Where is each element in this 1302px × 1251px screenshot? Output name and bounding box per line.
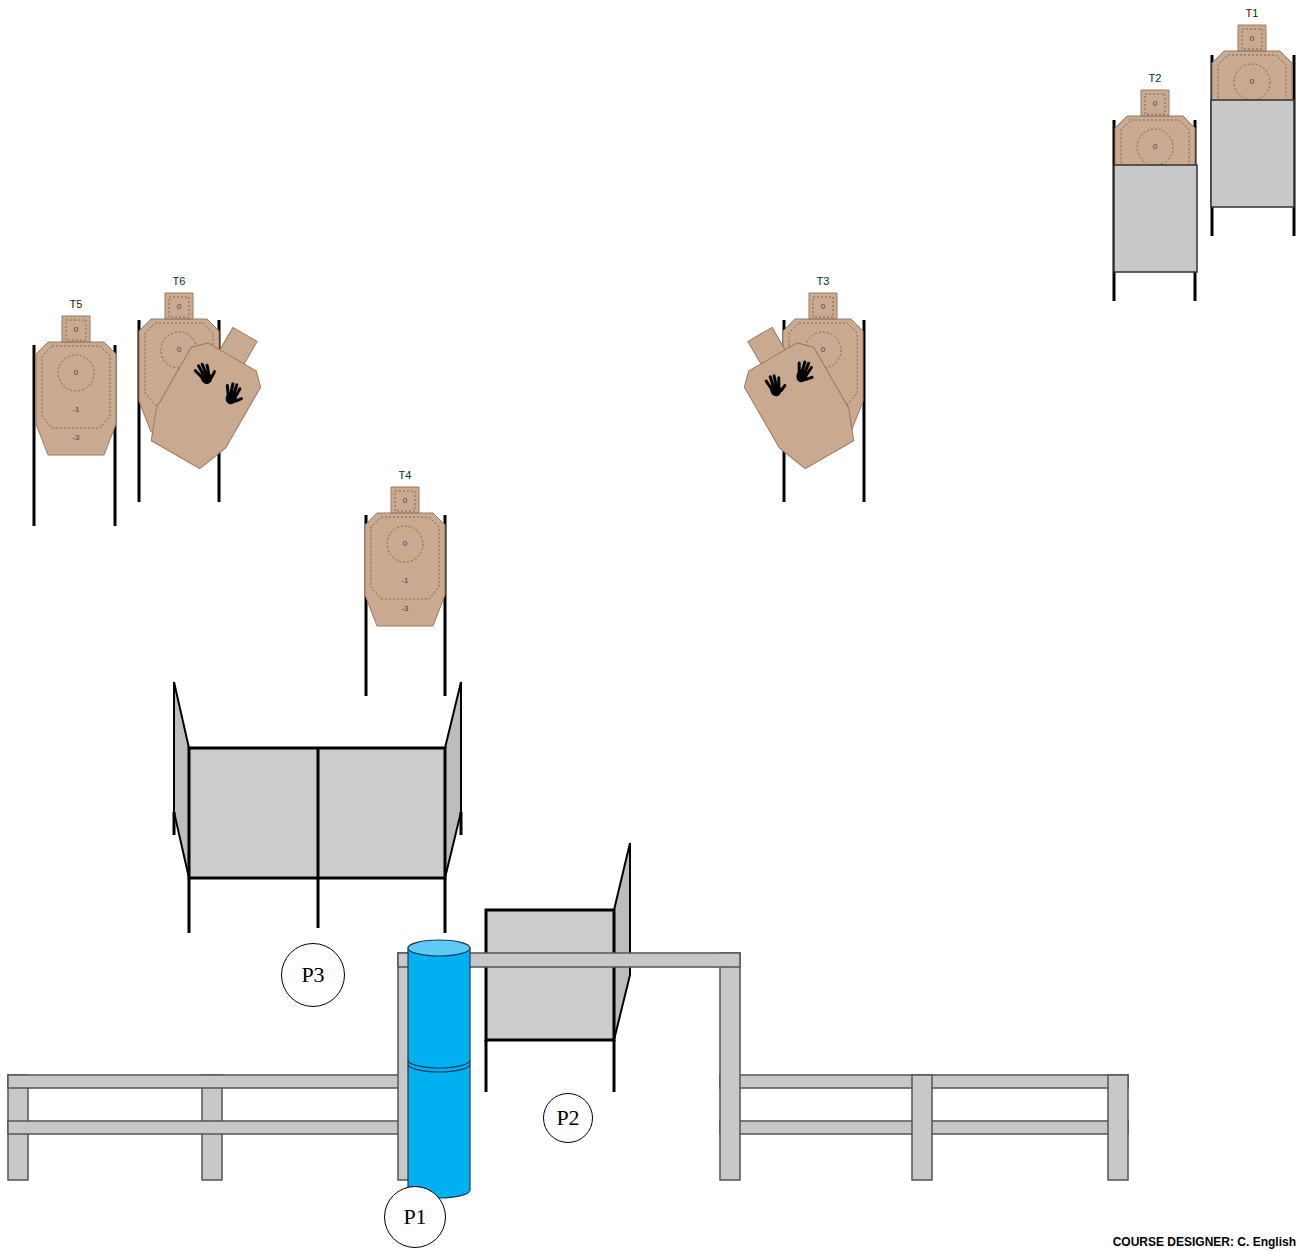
hand-symbol	[793, 360, 816, 385]
target: T500-1-3	[34, 296, 118, 456]
fence-post	[1108, 1075, 1128, 1180]
zone-value: 0	[1093, 143, 1217, 151]
zone-value: 0	[343, 540, 467, 548]
wall-wing	[614, 843, 630, 1040]
wall-post	[317, 748, 320, 928]
position-label: P3	[301, 964, 324, 986]
no-shoot-outline	[725, 314, 864, 474]
hand-finger	[807, 367, 812, 375]
hand-finger	[210, 372, 216, 378]
shooting-position: P1	[384, 1186, 446, 1248]
wall-panel	[486, 910, 614, 1040]
position-label: P2	[556, 1107, 579, 1129]
target-shape	[137, 293, 221, 433]
wall-leg	[460, 812, 463, 835]
shooting-position: P3	[281, 943, 345, 1007]
shooting-position: P2	[543, 1093, 593, 1143]
hand-finger	[236, 388, 240, 396]
position-label: P1	[403, 1206, 426, 1228]
wall-leg	[613, 1040, 616, 1092]
no-shoot-outline	[141, 314, 280, 474]
target-label: T5	[14, 299, 138, 310]
wall-wing	[174, 682, 189, 878]
no-shoot-target	[141, 314, 280, 474]
hand-finger	[225, 385, 230, 394]
wall-leg	[485, 1040, 488, 1092]
target-label: T1	[1190, 8, 1302, 19]
target: T600	[137, 273, 221, 433]
zone-value: 0	[1093, 100, 1217, 108]
zone-value: 0	[117, 346, 241, 354]
wall-wing	[445, 682, 461, 878]
zone-value: 0	[14, 326, 138, 334]
hand-finger	[231, 384, 234, 393]
hand-symbol	[223, 383, 245, 407]
zone-value: -1	[343, 577, 467, 585]
target-label: T6	[117, 276, 241, 287]
zone-value: 0	[761, 346, 885, 354]
target-stands	[34, 55, 1294, 696]
target-shape	[781, 293, 865, 433]
zone-value: 0	[1190, 35, 1302, 43]
zone-value: -1	[14, 406, 138, 414]
stand-leg	[33, 345, 36, 526]
hard-cover	[1114, 165, 1197, 272]
hand-finger	[777, 378, 781, 386]
wall-leg	[173, 812, 176, 835]
target: T200	[1113, 70, 1197, 230]
fence	[8, 953, 1128, 1180]
target: T100	[1210, 5, 1294, 165]
zone-value: 0	[14, 369, 138, 377]
no-shoot-target	[725, 314, 864, 474]
wall-leg	[444, 878, 447, 933]
zone-value: 0	[1190, 78, 1302, 86]
hand-symbol	[194, 361, 218, 387]
hand-finger	[236, 397, 242, 402]
zone-value: 0	[117, 303, 241, 311]
designer-credit: COURSE DESIGNER: C. English	[1113, 1235, 1296, 1249]
zone-value: 0	[761, 303, 885, 311]
target-shape	[1113, 90, 1197, 230]
target-label: T4	[343, 470, 467, 481]
barrel-top	[408, 940, 470, 956]
wall-leg	[188, 878, 191, 933]
target-label: T2	[1093, 73, 1217, 84]
target-label: T3	[761, 276, 885, 287]
zone-value: 0	[343, 497, 467, 505]
zone-value: -3	[14, 434, 138, 442]
target: T300	[781, 273, 865, 433]
hand-finger	[770, 377, 773, 386]
wall	[174, 682, 461, 933]
target-shape	[1210, 25, 1294, 165]
hand-finger	[205, 365, 210, 373]
hand-finger	[202, 364, 206, 372]
frame-post	[720, 953, 740, 1180]
fence-rail	[8, 1121, 410, 1134]
barrel-seam	[408, 1060, 470, 1068]
hand-symbol	[765, 374, 787, 398]
target: T400-1-3	[363, 467, 447, 627]
barrel-seam	[408, 1064, 470, 1072]
zone-value: -3	[343, 605, 467, 613]
fence-rail	[8, 1075, 410, 1088]
hand-finger	[774, 376, 777, 385]
hand-finger	[780, 385, 786, 390]
fence-post	[912, 1075, 932, 1180]
hard-cover	[1211, 100, 1294, 207]
barrel-body	[408, 948, 470, 1198]
barrel	[408, 940, 470, 1198]
hand-finger	[806, 376, 812, 381]
